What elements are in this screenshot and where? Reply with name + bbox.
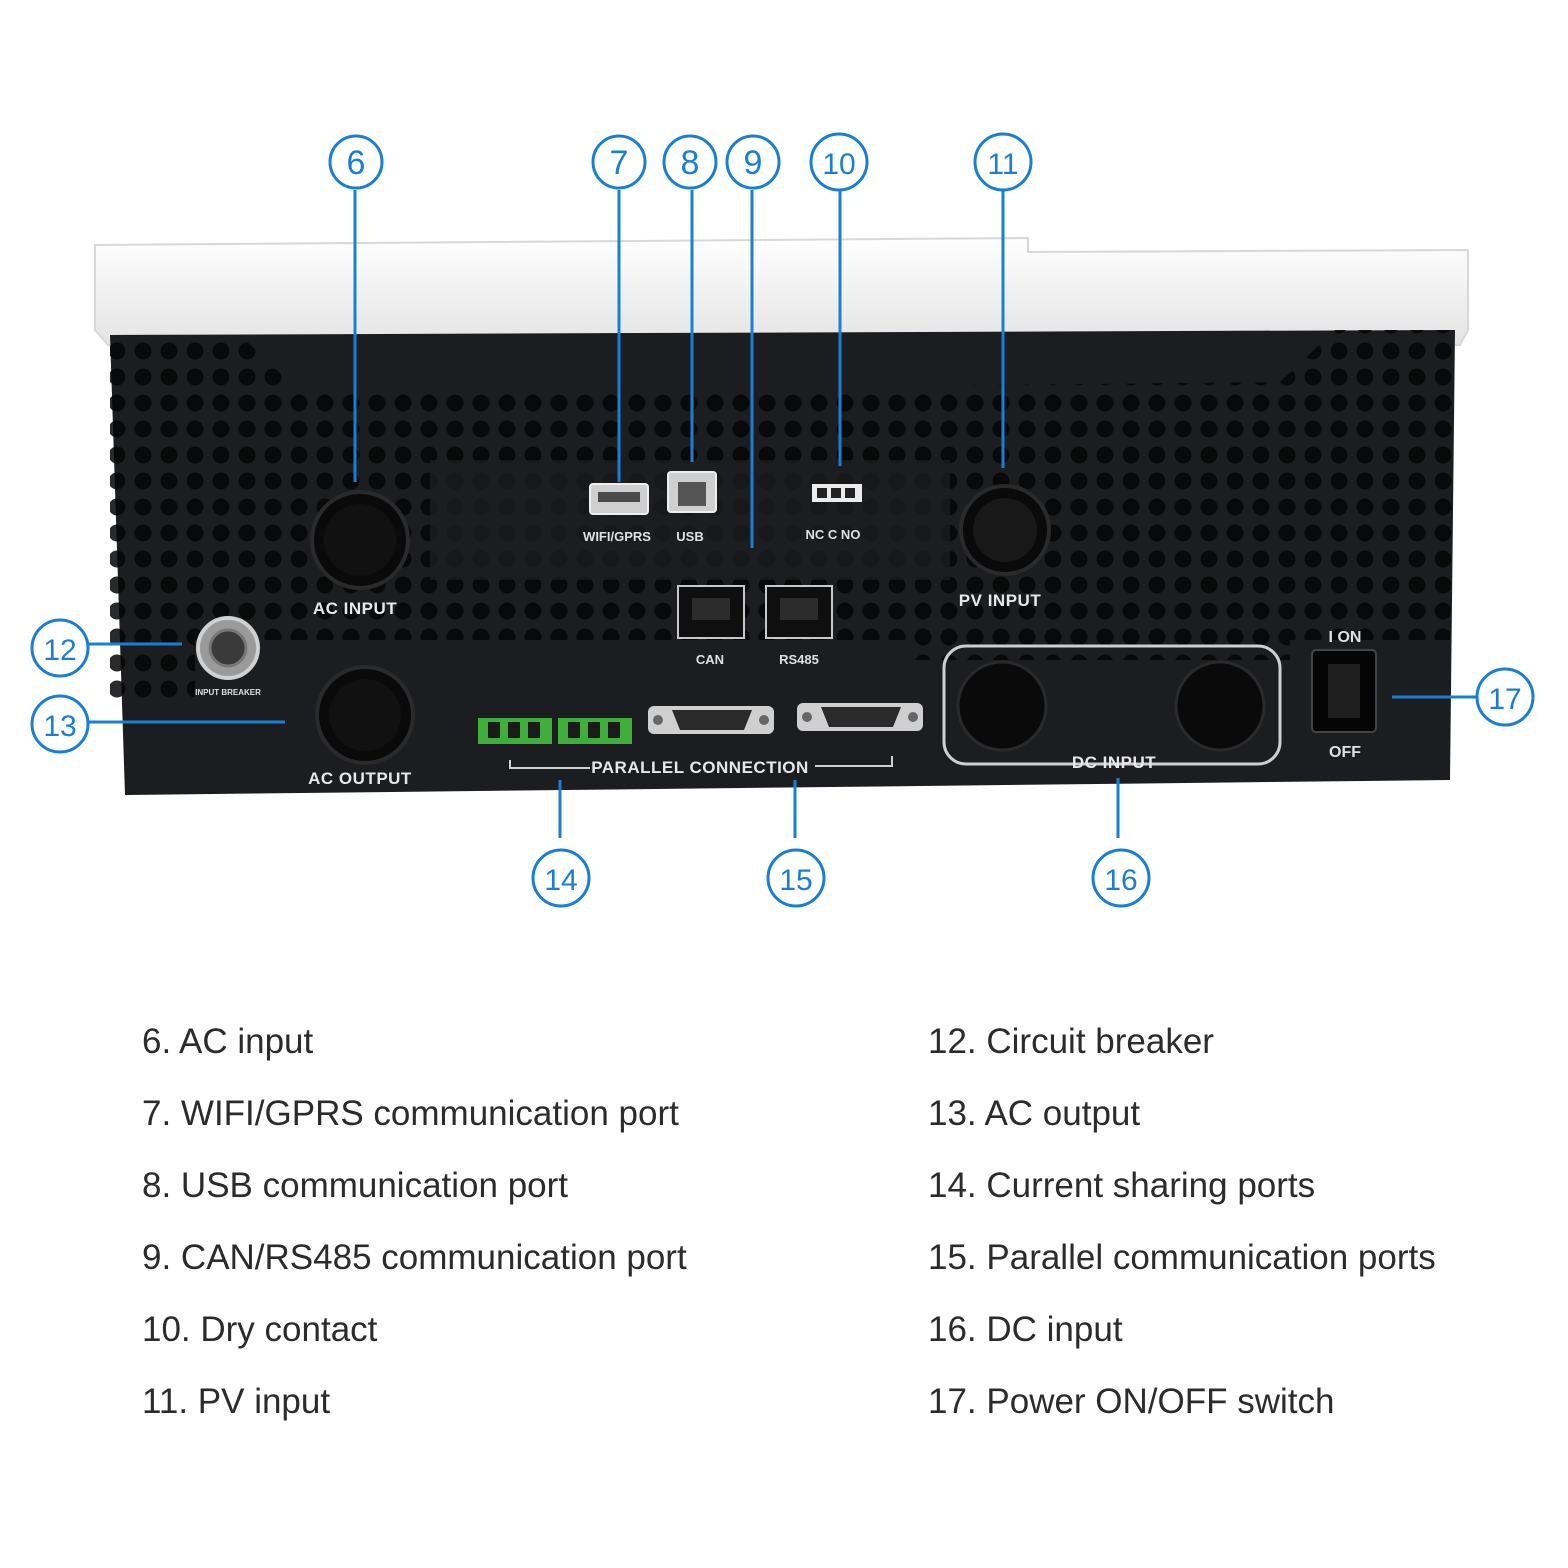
breaker-label: INPUT BREAKER [195,688,261,697]
callout-17: 17 [1475,667,1535,727]
dc-input-label: DC INPUT [1072,753,1156,772]
parallel-connection-label: PARALLEL CONNECTION [591,758,809,777]
callout-14: 14 [531,848,591,908]
dc-input-negative[interactable] [1174,660,1266,752]
top-cover [94,236,1469,346]
legend-item-6: 6. AC input [142,1022,314,1061]
legend-right-column: 12. Circuit breaker 13. AC output 14. Cu… [928,1022,1436,1454]
legend-item-11: 11. PV input [142,1382,331,1421]
svg-text:17: 17 [1488,683,1521,716]
ac-input-label: AC INPUT [313,599,397,618]
parallel-port-2[interactable] [797,703,923,731]
svg-text:11: 11 [987,148,1018,181]
callout-12: 12 [30,618,90,678]
legend-item-7: 7. WIFI/GPRS communication port [142,1094,679,1133]
rear-panel-body [110,330,1455,795]
can-label: CAN [696,652,724,667]
legend-item-15: 15. Parallel communication ports [928,1238,1436,1277]
legend-item-9: 9. CAN/RS485 communication port [142,1238,687,1277]
rs485-port[interactable] [765,585,833,639]
callout-13: 13 [30,694,90,754]
legend-item-8: 8. USB communication port [142,1166,569,1205]
legend-item-13: 13. AC output [928,1094,1141,1133]
callout-8: 8 [662,134,718,190]
legend-left-column: 6. AC input 7. WIFI/GPRS communication p… [142,1022,687,1454]
wifi-gprs-port[interactable] [589,483,649,515]
ac-output-label: AC OUTPUT [308,769,412,788]
current-sharing-ports[interactable] [478,718,632,744]
callout-15: 15 [766,848,826,908]
legend-item-12: 12. Circuit breaker [928,1022,1214,1061]
wifi-gprs-label: WIFI/GPRS [583,529,651,544]
ac-input-connector[interactable] [310,490,410,590]
can-port[interactable] [677,585,745,639]
inverter-rear-panel-diagram: AC INPUT AC OUTPUT INPUT BREAKER WIFI/GP… [30,132,1535,908]
callout-16: 16 [1091,848,1151,908]
svg-text:6: 6 [347,144,366,182]
usb-label: USB [676,529,703,544]
svg-text:10: 10 [822,148,855,181]
dc-input-positive[interactable] [956,660,1048,752]
callout-6: 6 [328,134,384,190]
ac-output-connector[interactable] [315,665,415,765]
legend-item-16: 16. DC input [928,1310,1123,1349]
power-switch[interactable] [1311,649,1377,733]
dry-contact-label: NC C NO [806,527,861,542]
rs485-label: RS485 [779,652,819,667]
svg-text:13: 13 [43,710,76,743]
svg-text:14: 14 [544,864,577,897]
svg-text:16: 16 [1104,864,1137,897]
parallel-port-1[interactable] [648,706,774,734]
callout-10: 10 [809,132,869,192]
pv-input-label: PV INPUT [959,591,1042,610]
circuit-breaker[interactable] [196,616,260,680]
callout-lines [88,190,1478,838]
svg-text:15: 15 [779,864,812,897]
pv-input-connector[interactable] [959,484,1051,576]
legend-item-14: 14. Current sharing ports [928,1166,1316,1205]
callout-7: 7 [591,134,647,190]
svg-text:7: 7 [610,144,629,182]
usb-port[interactable] [667,471,717,513]
svg-text:8: 8 [681,144,700,182]
dc-input-bay [942,644,1282,766]
callout-11: 11 [973,132,1033,192]
switch-on-label: I ON [1329,629,1362,646]
dry-contact-terminal[interactable] [812,484,862,502]
legend-item-10: 10. Dry contact [142,1310,378,1349]
switch-off-label: OFF [1329,744,1361,761]
legend-item-17: 17. Power ON/OFF switch [928,1382,1335,1421]
callout-9: 9 [725,134,781,190]
svg-text:9: 9 [744,144,763,182]
svg-text:12: 12 [43,634,76,667]
